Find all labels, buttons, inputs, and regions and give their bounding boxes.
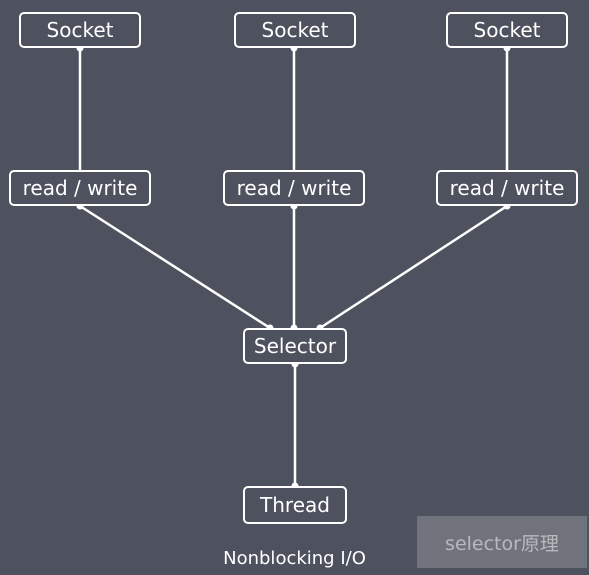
channel-1-to-selector-line [79, 204, 271, 330]
channel-3-to-selector-line [319, 204, 508, 330]
read-write-node-2: read / write [223, 170, 365, 206]
thread-node: Thread [243, 486, 347, 524]
read-write-node-3: read / write [436, 170, 578, 206]
socket-node-3: Socket [446, 12, 568, 48]
selector-node: Selector [243, 328, 347, 364]
read-write-node-1: read / write [9, 170, 151, 206]
diagram-caption: Nonblocking I/O [223, 548, 366, 569]
socket-node-1: Socket [19, 12, 141, 48]
socket-node-2: Socket [234, 12, 356, 48]
watermark-label: selector原理 [417, 516, 587, 568]
